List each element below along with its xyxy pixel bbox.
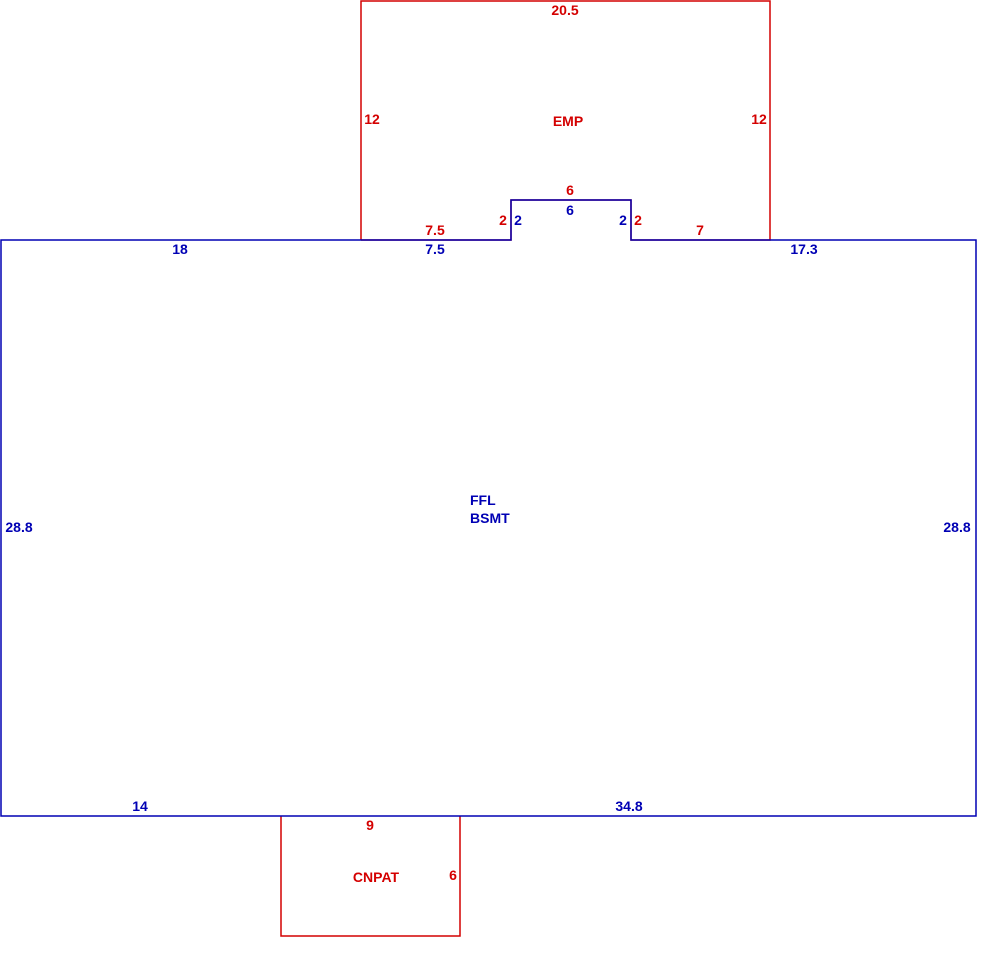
main-name-line2: BSMT: [470, 510, 510, 526]
dim-porch-notch-right: 2: [634, 212, 642, 228]
dim-main-notch-right: 2: [619, 212, 627, 228]
dim-porch-notch-top: 6: [566, 182, 574, 198]
dim-main-bottom-left: 14: [132, 798, 148, 814]
dim-patio-right: 6: [449, 867, 457, 883]
porch-name: EMP: [553, 113, 583, 129]
dim-main-bottom-right: 34.8: [615, 798, 642, 814]
dim-porch-bottom-left: 7.5: [425, 222, 445, 238]
dim-porch-top: 20.5: [551, 2, 578, 18]
main-name-line1: FFL: [470, 492, 496, 508]
patio-name: CNPAT: [353, 869, 400, 885]
dim-main-right: 28.8: [943, 519, 970, 535]
dim-main-top-mid: 7.5: [425, 241, 445, 257]
dim-main-top-right: 17.3: [790, 241, 817, 257]
dim-main-left: 28.8: [5, 519, 32, 535]
dim-porch-right: 12: [751, 111, 767, 127]
dim-porch-left: 12: [364, 111, 380, 127]
main-floor-outline: [0, 199, 977, 817]
dim-porch-bottom-right: 7: [696, 222, 704, 238]
dim-porch-notch-left: 2: [499, 212, 507, 228]
dim-main-notch-top: 6: [566, 202, 574, 218]
patio-outline: [280, 816, 461, 937]
dim-patio-top: 9: [366, 817, 374, 833]
dim-main-top-left: 18: [172, 241, 188, 257]
dim-main-notch-left: 2: [514, 212, 522, 228]
